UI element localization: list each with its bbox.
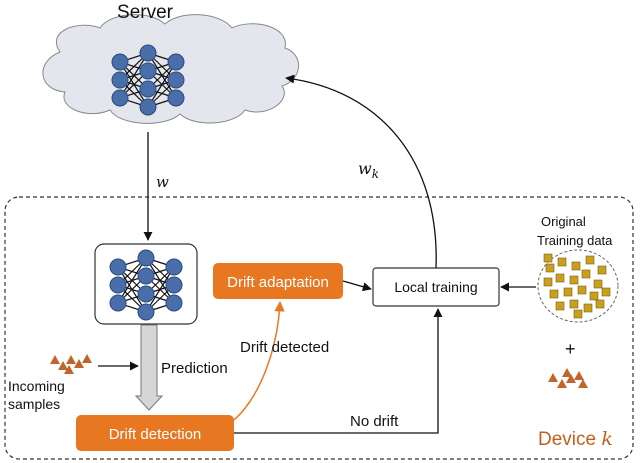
server-cloud xyxy=(42,14,300,124)
original-data-line2: Training data xyxy=(537,233,613,248)
training-data-square xyxy=(555,273,565,283)
adaptation-to-training-arrow xyxy=(342,280,372,292)
training-data-square xyxy=(589,291,599,301)
network-node xyxy=(111,89,129,107)
training-data-square xyxy=(581,269,591,279)
network-edge xyxy=(145,266,175,313)
network-node xyxy=(139,44,157,62)
incoming-samples-line1: Incoming xyxy=(8,378,65,394)
network-node xyxy=(139,62,157,80)
training-data-square xyxy=(557,257,567,267)
server-label: Server xyxy=(117,2,174,23)
training-data-square xyxy=(569,299,579,309)
drift-detected-label: Drift detected xyxy=(240,339,329,356)
network-node xyxy=(167,89,185,107)
network-node xyxy=(111,53,129,71)
training-data-square xyxy=(593,279,603,289)
network-node xyxy=(167,71,185,89)
drift-adaptation-label: Drift adaptation xyxy=(227,274,329,291)
drift-detection-label: Drift detection xyxy=(109,426,202,443)
training-data-square xyxy=(585,255,595,265)
original-data-line1: Original xyxy=(541,214,586,229)
network-node xyxy=(137,285,155,303)
local-network-icon xyxy=(109,249,183,321)
local-model-box xyxy=(94,243,198,325)
network-node xyxy=(109,258,127,276)
new-samples xyxy=(548,368,588,388)
network-node xyxy=(137,249,155,267)
training-data-square xyxy=(595,299,605,309)
w-label: w xyxy=(156,173,169,191)
prediction-label: Prediction xyxy=(161,360,228,377)
drift-adaptation-box xyxy=(213,263,343,299)
training-data-square xyxy=(545,263,555,273)
no-drift-label: No drift xyxy=(350,413,399,430)
training-to-server-arrow xyxy=(285,74,437,269)
network-node xyxy=(109,276,127,294)
training-data-square xyxy=(597,265,607,275)
network-node xyxy=(167,53,185,71)
original-training-data xyxy=(537,249,619,323)
server-network-icon xyxy=(111,44,185,116)
training-data-square xyxy=(549,289,559,299)
drift-detected-arrow xyxy=(233,300,285,421)
prediction-arrow xyxy=(134,324,164,411)
network-node xyxy=(165,276,183,294)
training-data-square xyxy=(601,287,611,297)
wk-label: wk xyxy=(358,159,379,181)
local-training-label: Local training xyxy=(394,279,477,295)
training-data-square xyxy=(571,261,581,271)
incoming-samples-line2: samples xyxy=(8,396,60,412)
no-drift-arrow xyxy=(234,308,443,434)
network-node xyxy=(139,98,157,116)
network-node xyxy=(137,267,155,285)
training-data-square xyxy=(543,277,553,287)
incoming-samples xyxy=(50,354,92,374)
training-data-square xyxy=(543,253,553,263)
drift-detection-box xyxy=(76,415,234,451)
device-label: Device k xyxy=(538,428,613,450)
training-data-square xyxy=(577,285,587,295)
training-data-square xyxy=(569,275,579,285)
network-edge xyxy=(117,257,147,304)
network-edge xyxy=(119,52,149,99)
network-node xyxy=(109,294,127,312)
training-data-square xyxy=(583,303,593,313)
device-region xyxy=(4,196,634,460)
network-node xyxy=(139,80,157,98)
training-data-square xyxy=(555,301,565,311)
training-data-square xyxy=(563,287,573,297)
plus-sign: + xyxy=(565,339,576,359)
network-node xyxy=(165,294,183,312)
network-edge xyxy=(147,61,177,108)
network-node xyxy=(111,71,129,89)
training-data-square xyxy=(573,309,583,319)
network-node xyxy=(165,258,183,276)
network-node xyxy=(137,303,155,321)
